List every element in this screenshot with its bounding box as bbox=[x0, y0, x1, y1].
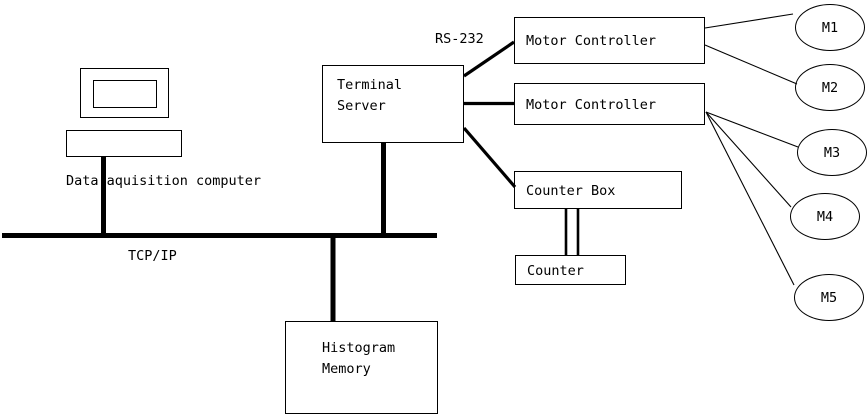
wire-terminal-server-to-motor-controller-1 bbox=[463, 40, 515, 78]
wire-motor-controller-1-to-m2 bbox=[704, 44, 798, 85]
histogram-memory-label-line2: Memory bbox=[322, 361, 371, 377]
counter-box[interactable]: Counter Box bbox=[514, 171, 682, 209]
computer-monitor-bezel bbox=[80, 68, 169, 118]
motor-controller-1-label: Motor Controller bbox=[526, 33, 657, 49]
motor-controller-2-label: Motor Controller bbox=[526, 97, 657, 113]
motor-m3[interactable]: M3 bbox=[797, 129, 867, 176]
motor-m4[interactable]: M4 bbox=[790, 193, 860, 240]
motor-controller-2-box[interactable]: Motor Controller bbox=[514, 83, 705, 125]
histogram-memory-box[interactable]: Histogram Memory bbox=[285, 321, 438, 414]
terminal-server-label-line1: Terminal bbox=[337, 77, 403, 93]
motor-m1[interactable]: M1 bbox=[795, 4, 865, 51]
computer-base-unit bbox=[66, 130, 182, 157]
motor-m5[interactable]: M5 bbox=[794, 274, 864, 321]
rs-232-label: RS-232 bbox=[435, 31, 484, 47]
motor-m4-label: M4 bbox=[816, 208, 834, 225]
computer-monitor-screen bbox=[93, 80, 157, 108]
wire-motor-controller-2-to-m4 bbox=[705, 111, 792, 208]
tcp-ip-label: TCP/IP bbox=[128, 248, 177, 264]
motor-m1-label: M1 bbox=[821, 19, 839, 36]
wire-motor-controller-2-to-m3 bbox=[705, 111, 799, 148]
wire-motor-controller-1-to-m1 bbox=[704, 13, 794, 29]
motor-m5-label: M5 bbox=[820, 289, 838, 306]
counter-box-label: Counter Box bbox=[526, 183, 616, 199]
motor-m2[interactable]: M2 bbox=[795, 64, 865, 111]
motor-m3-label: M3 bbox=[823, 144, 841, 161]
data-acquisition-computer-caption: Data aquisition computer bbox=[66, 173, 262, 189]
counter-display-box[interactable]: Counter bbox=[515, 255, 626, 285]
motor-m2-label: M2 bbox=[821, 79, 839, 96]
histogram-memory-label-line1: Histogram bbox=[322, 340, 396, 356]
wire-terminal-server-to-counter-box bbox=[462, 126, 517, 189]
terminal-server-box[interactable]: Terminal Server bbox=[322, 65, 464, 143]
counter-label: Counter bbox=[527, 263, 584, 279]
terminal-server-label-line2: Server bbox=[337, 98, 386, 114]
wire-motor-controller-2-to-m5 bbox=[705, 111, 795, 286]
motor-controller-1-box[interactable]: Motor Controller bbox=[514, 17, 705, 64]
